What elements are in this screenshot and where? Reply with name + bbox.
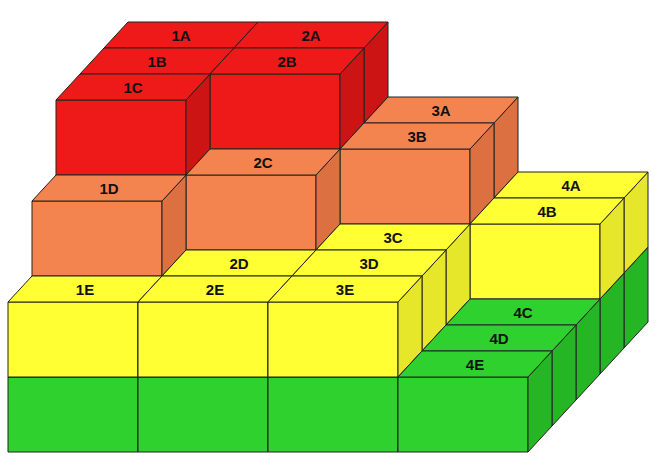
cube-face	[186, 149, 340, 175]
cube-label: 1E	[76, 282, 94, 297]
cube-face	[8, 377, 138, 452]
cube-face	[56, 74, 210, 100]
cube-face	[8, 276, 162, 302]
cube-label: 4E	[466, 357, 484, 372]
cube-face	[494, 172, 648, 198]
cube-label: 1D	[99, 181, 118, 196]
cube-face	[292, 250, 446, 276]
cube-face	[422, 325, 576, 351]
cube-label: 1A	[171, 28, 190, 43]
cube-face	[268, 302, 398, 377]
cube-face	[446, 299, 600, 325]
cube-label: 3D	[359, 256, 378, 271]
cube-label: 2B	[277, 54, 296, 69]
cube-label: 1C	[123, 80, 142, 95]
cube-face	[340, 149, 470, 224]
cube-label: 4D	[489, 331, 508, 346]
cube-label: 4B	[537, 204, 556, 219]
cube-face	[470, 198, 624, 224]
cube-label: 3C	[383, 230, 402, 245]
cube-label: 3A	[431, 103, 450, 118]
cube-face	[104, 22, 258, 48]
cube-label: 1B	[147, 54, 166, 69]
cube-label: 3E	[336, 282, 354, 297]
cube-label: 4A	[561, 178, 580, 193]
cube-label: 2D	[229, 256, 248, 271]
cube-face	[186, 175, 316, 250]
cube-face	[138, 276, 292, 302]
cube-face	[340, 123, 494, 149]
cube-face	[138, 302, 268, 377]
cube-face	[398, 351, 552, 377]
cube-face	[268, 276, 422, 302]
cube-face	[162, 250, 316, 276]
cube-label: 3B	[407, 129, 426, 144]
cube-face	[138, 377, 268, 452]
cube-face	[470, 224, 600, 299]
cube-face	[32, 175, 186, 201]
cube-face	[234, 22, 388, 48]
cube-face	[8, 302, 138, 377]
cube-label: 4C	[513, 305, 532, 320]
cube-face	[56, 100, 186, 175]
cube-label: 2A	[301, 28, 320, 43]
cube-face	[210, 48, 364, 74]
cube-face	[32, 201, 162, 276]
cube-face	[80, 48, 234, 74]
cube-label: 2E	[206, 282, 224, 297]
cube-face	[210, 74, 340, 149]
cube-face	[398, 377, 528, 452]
cube-label: 2C	[253, 155, 272, 170]
cube-face	[316, 224, 470, 250]
cube-face	[364, 97, 518, 123]
cube-face	[268, 377, 398, 452]
